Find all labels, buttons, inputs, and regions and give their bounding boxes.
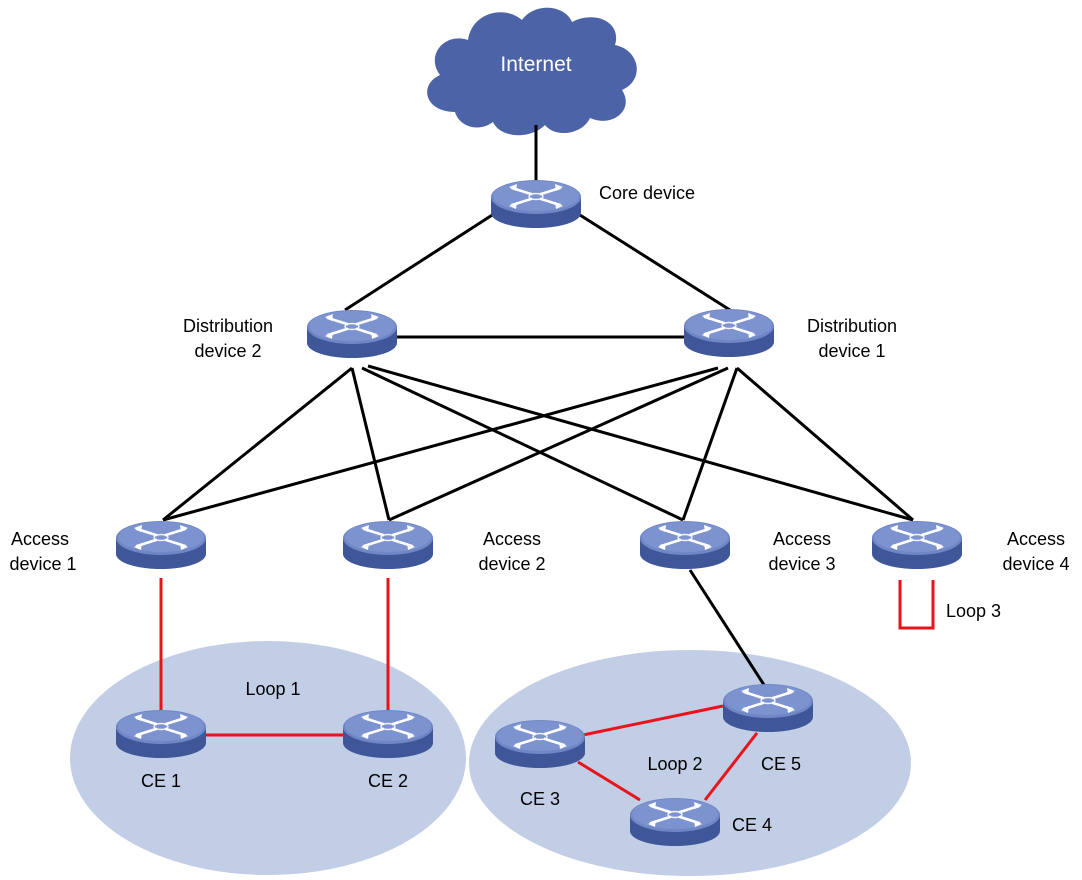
access-device-2-label-line2: device 2	[478, 554, 545, 574]
loop2-label: Loop 2	[647, 754, 702, 774]
loop3-self-link	[898, 580, 935, 630]
internet-label: Internet	[500, 53, 571, 76]
link-dist2-acc1	[162, 366, 353, 522]
ce5-device-icon	[721, 682, 815, 734]
distribution-device-1-label-line2: device 1	[818, 341, 885, 361]
loop3-label: Loop 3	[946, 601, 1001, 621]
link-acc3-ce5	[688, 569, 768, 689]
distribution-device-2-label-line1: Distribution	[183, 316, 273, 336]
access-device-4-label-line1: Access	[1007, 529, 1065, 549]
ce4-label: CE 4	[732, 815, 772, 835]
distribution-device-1-label-line1: Distribution	[807, 316, 897, 336]
link-ce3-ce5	[582, 704, 724, 737]
ce1-device-icon	[114, 708, 208, 760]
link-ce3-ce4	[577, 760, 641, 802]
access-device-4-label-line2: device 4	[1002, 554, 1069, 574]
access-device-3-label-line2: device 3	[768, 554, 835, 574]
access-device-2-icon	[341, 519, 435, 571]
access-device-3-label-line1: Access	[773, 529, 831, 549]
link-dist1-acc3	[681, 367, 739, 521]
loop1-area	[70, 641, 466, 875]
distribution-device-2-label-line2: device 2	[194, 341, 261, 361]
access-device-2-label-line1: Access	[483, 529, 541, 549]
distribution-device-2-icon	[305, 308, 399, 360]
ce2-device-icon	[341, 708, 435, 760]
link-dist2-acc4	[367, 364, 914, 522]
ce5-label: CE 5	[761, 754, 801, 774]
normal-links	[162, 125, 914, 689]
distribution-device-1-icon	[682, 307, 776, 359]
ce1-label: CE 1	[141, 771, 181, 791]
link-dist1-acc4	[736, 366, 914, 522]
link-dist2-acc3	[361, 366, 684, 522]
access-device-1-icon	[114, 519, 208, 571]
link-core-dist2	[344, 208, 501, 312]
core-device-label: Core device	[599, 183, 695, 203]
ce3-device-icon	[493, 718, 587, 770]
access-device-3-icon	[638, 519, 732, 571]
loop-links	[159, 578, 935, 802]
core-device-icon	[489, 178, 583, 230]
link-dist1-acc2	[388, 366, 729, 522]
ce4-device-icon	[628, 796, 722, 848]
ce2-label: CE 2	[368, 771, 408, 791]
link-core-dist1	[571, 208, 731, 312]
link-ce4-ce5	[703, 732, 759, 801]
loop1-label: Loop 1	[245, 679, 300, 699]
access-device-1-label-line2: device 1	[9, 554, 76, 574]
link-dist2-acc2	[350, 367, 391, 521]
ce3-label: CE 3	[520, 789, 560, 809]
link-dist1-acc1	[162, 366, 719, 522]
access-device-4-icon	[870, 519, 964, 571]
access-device-1-label-line1: Access	[11, 529, 69, 549]
internet-cloud: Internet	[427, 7, 637, 136]
